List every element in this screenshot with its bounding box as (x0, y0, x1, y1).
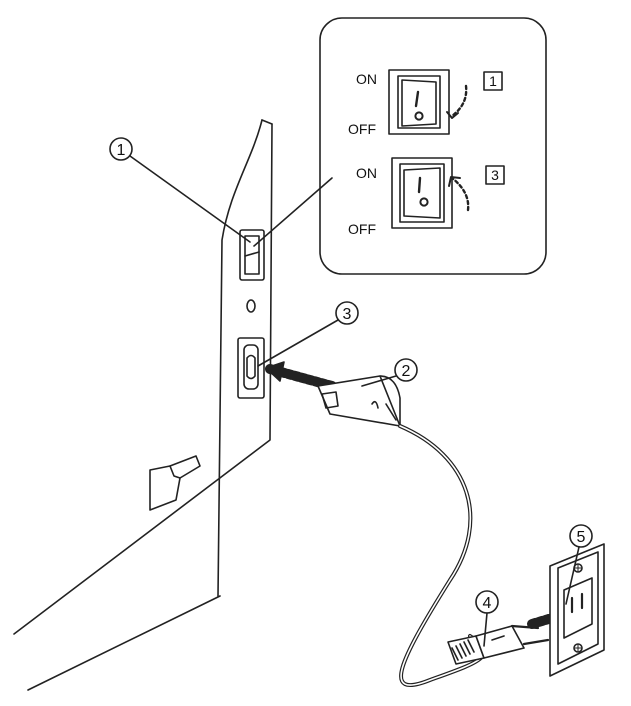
inset-switch-top (388, 69, 450, 135)
inset-bottom-on-label: ON (356, 165, 377, 181)
machine-foot-lever (149, 455, 201, 511)
callout-4 (475, 590, 499, 647)
step-box-bottom (485, 165, 505, 185)
callout-1-label: 1 (117, 142, 126, 159)
callout-1 (109, 137, 251, 243)
callout-2-label: 2 (402, 363, 411, 380)
inset-top-on-label: ON (356, 71, 377, 87)
switch-inset-panel (253, 17, 547, 275)
inset-arrow-bottom (448, 176, 470, 212)
inset-switch-bottom (391, 157, 453, 229)
wall-outlet[interactable] (549, 543, 605, 677)
callout-5-label: 5 (577, 529, 586, 546)
machine-body (13, 119, 273, 691)
inset-arrow-top (446, 84, 468, 119)
callout-3-label: 3 (343, 306, 352, 323)
power-cord (398, 424, 486, 687)
callout-2 (361, 358, 418, 387)
inset-top-off-label: OFF (348, 121, 376, 137)
inset-top-step: 1 (489, 73, 497, 89)
machine-power-socket[interactable] (237, 337, 265, 399)
callout-3 (257, 301, 359, 367)
callout-5 (565, 524, 593, 605)
machine-connector-plug[interactable] (317, 375, 401, 427)
step-box-top (483, 71, 503, 91)
machine-indicator-hole (246, 299, 256, 313)
cord-arrow-machine (265, 361, 337, 391)
inset-bottom-step: 3 (491, 167, 499, 183)
callout-4-label: 4 (483, 595, 492, 612)
inset-bottom-off-label: OFF (348, 221, 376, 237)
wall-plug[interactable] (447, 624, 550, 665)
